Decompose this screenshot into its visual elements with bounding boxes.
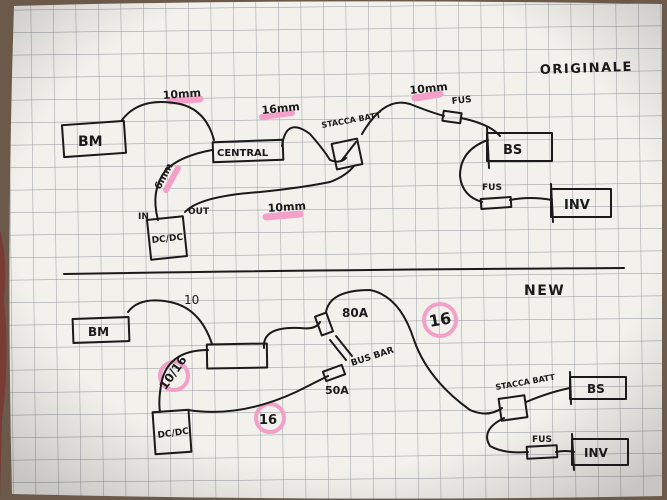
highlight-10mm-fus (411, 90, 444, 102)
label-fus-bottom: FUS (482, 183, 502, 193)
label-bs-new: BS (587, 382, 605, 396)
bs-box-left-edge (486, 127, 490, 169)
label-wire-dcdc-out-new: 16 (259, 413, 277, 428)
label-wire-bm-central: 10mm (162, 86, 201, 102)
highlight-6mm (163, 165, 181, 193)
highlight-16mm (259, 110, 295, 120)
inv-box-left-edge (550, 183, 554, 223)
heading-originale: ORIGINALE (540, 60, 633, 78)
wire-switch-fuse (486, 417, 529, 454)
fuse-80a (313, 311, 335, 337)
fuse-bottom-original (479, 195, 513, 211)
label-bm-new: BM (88, 325, 109, 339)
dcdc-box-new (151, 408, 193, 456)
highlight-10mm-out (262, 210, 304, 221)
paper-shade (9, 1, 662, 499)
dcdc-box-original (146, 215, 188, 261)
label-wire-central-switch: 16mm (261, 100, 300, 117)
wire-central-switch (281, 126, 347, 163)
wire-bs-loop (459, 139, 489, 203)
bm-box-original (60, 119, 128, 159)
wire-bm-central (121, 101, 215, 141)
wire-dcdc-in-new (158, 349, 209, 413)
wire-dcdc-in-central (154, 149, 213, 221)
bm-box-new (71, 316, 131, 344)
highlight-16-bottom (254, 402, 286, 434)
wire-switch-dcdc-out (184, 165, 355, 213)
central-box (211, 138, 285, 164)
label-bs-original: BS (503, 143, 522, 158)
section-divider (63, 267, 625, 275)
label-in: IN (138, 212, 149, 222)
stacca-batt-switch (330, 137, 364, 171)
wire-fuse-inv-new (555, 450, 575, 453)
bus-bar-symbol (329, 335, 353, 361)
label-fus-new: FUS (532, 435, 552, 445)
label-dcdc-original: DC/DC (151, 233, 184, 246)
label-fuse-50a: 50A (325, 384, 349, 397)
label-bm-original: BM (78, 134, 103, 150)
label-out: OUT (188, 207, 210, 217)
binding-pattern (0, 230, 7, 500)
wire-box-80a (262, 321, 321, 349)
label-central: CENTRAL (217, 148, 269, 159)
wire-bm-new (127, 299, 213, 345)
label-fuse-80a: 80A (342, 306, 369, 320)
switch-lever (341, 141, 357, 161)
wire-switch-bs (525, 387, 571, 403)
highlight-10mm-top (166, 95, 204, 105)
wire-switch-fuse (361, 101, 445, 135)
wire-80a-switch (325, 289, 503, 415)
heading-new: NEW (524, 283, 565, 299)
wire-fuse-bs (460, 117, 501, 137)
unlabeled-box (205, 342, 269, 370)
label-dcdc-new: DC/DC (157, 427, 190, 441)
highlight-16-right (422, 302, 458, 338)
highlighter-marks (158, 90, 458, 434)
label-wire-dcdc-out: 10mm (267, 199, 306, 215)
label-inv-original: INV (564, 198, 590, 213)
wire-dcdc-out-new (187, 375, 329, 413)
label-wire-switch-fus: 10mm (409, 80, 448, 97)
highlight-10-16 (158, 360, 190, 392)
label-fus-top: FUS (451, 95, 472, 107)
wire-fuse-inv (509, 197, 553, 201)
label-wire-bm-new: 10 (184, 293, 199, 307)
label-wire-main: 16 (427, 308, 452, 331)
fuse-50a (321, 363, 347, 383)
label-inv-new: INV (584, 446, 609, 460)
